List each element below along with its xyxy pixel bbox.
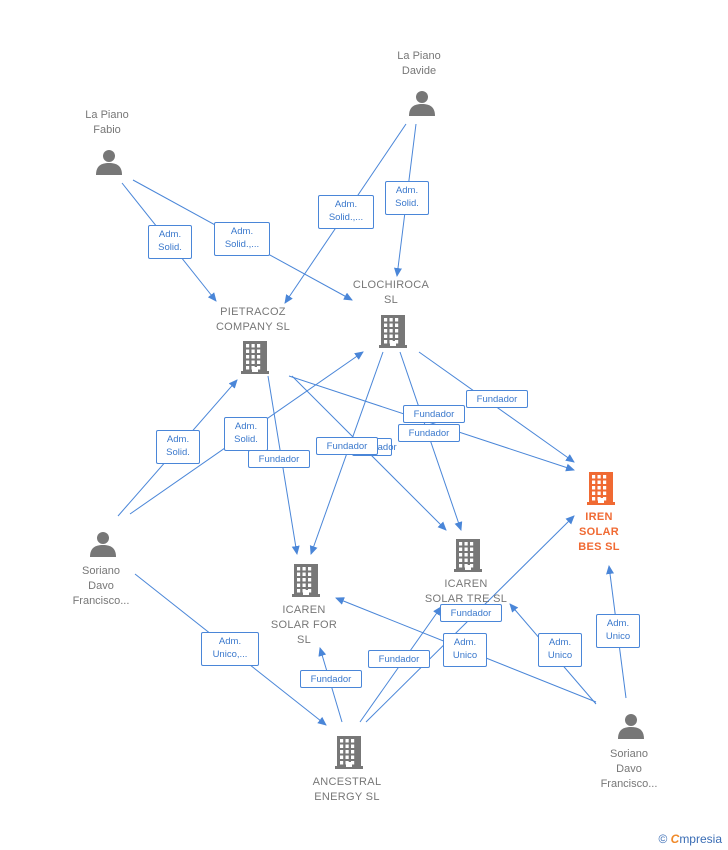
building-icon[interactable]	[378, 314, 408, 353]
edge-label-9[interactable]: Fundador	[398, 424, 460, 442]
edge-label-0[interactable]: Adm. Solid.,...	[318, 195, 374, 229]
building-icon[interactable]	[453, 538, 483, 577]
edge-label-11[interactable]: Fundador	[440, 604, 502, 622]
edge-label-16[interactable]: Fundador	[300, 670, 362, 688]
edge-label-18[interactable]: Adm. Unico	[596, 614, 640, 648]
person-icon[interactable]	[617, 712, 645, 745]
edge-label-2[interactable]: Adm. Solid.	[148, 225, 192, 259]
node-label-la-piano-fabio[interactable]: La Piano Fabio	[85, 109, 129, 136]
edge-label-1[interactable]: Adm. Solid.	[385, 181, 429, 215]
edge-line-4	[288, 375, 575, 472]
person-icon[interactable]	[89, 530, 117, 563]
node-label-soriano-davo-1[interactable]: Soriano Davo Francisco...	[72, 565, 130, 607]
edge-label-8[interactable]: Fundador	[248, 450, 310, 468]
edge-label-4[interactable]: Fundador	[466, 390, 528, 408]
edge-label-5[interactable]: Fundador	[403, 405, 465, 423]
building-icon[interactable]	[240, 340, 270, 379]
node-label-ancestral-energy[interactable]: ANCESTRAL ENERGY SL	[312, 776, 382, 803]
node-label-icaren-solar-for[interactable]: ICAREN SOLAR FOR SL	[270, 604, 338, 646]
building-icon[interactable]	[334, 735, 364, 774]
node-label-pietracoz[interactable]: PIETRACOZ COMPANY SL	[215, 306, 291, 333]
brand-watermark: © Cmpresia	[658, 832, 722, 846]
copyright-symbol: ©	[658, 832, 668, 846]
building-icon[interactable]	[291, 563, 321, 602]
edge-label-10[interactable]: Fundador	[316, 437, 378, 455]
edge-label-7[interactable]: Adm. Solid.	[224, 417, 268, 451]
building-icon[interactable]	[586, 471, 616, 510]
node-label-clochiroca[interactable]: CLOCHIROCA SL	[352, 279, 430, 306]
person-icon[interactable]	[408, 89, 436, 122]
person-icon[interactable]	[95, 148, 123, 181]
brand-initial: C	[670, 832, 680, 846]
node-label-iren-solar-bes[interactable]: IREN SOLAR BES SL	[578, 511, 620, 553]
edge-label-15[interactable]: Adm. Unico,...	[201, 632, 259, 666]
edge-label-14[interactable]: Adm. Unico	[538, 633, 582, 667]
brand-name: mpresia	[679, 832, 722, 846]
edge-label-12[interactable]: Fundador	[368, 650, 430, 668]
node-label-la-piano-davide[interactable]: La Piano Davide	[397, 50, 441, 77]
node-label-icaren-solar-tre[interactable]: ICAREN SOLAR TRE SL	[424, 578, 508, 605]
edge-label-6[interactable]: Adm. Solid.	[156, 430, 200, 464]
edge-label-3[interactable]: Adm. Solid.,...	[214, 222, 270, 256]
node-label-soriano-davo-2[interactable]: Soriano Davo Francisco...	[600, 748, 658, 790]
edge-label-13[interactable]: Adm. Unico	[443, 633, 487, 667]
